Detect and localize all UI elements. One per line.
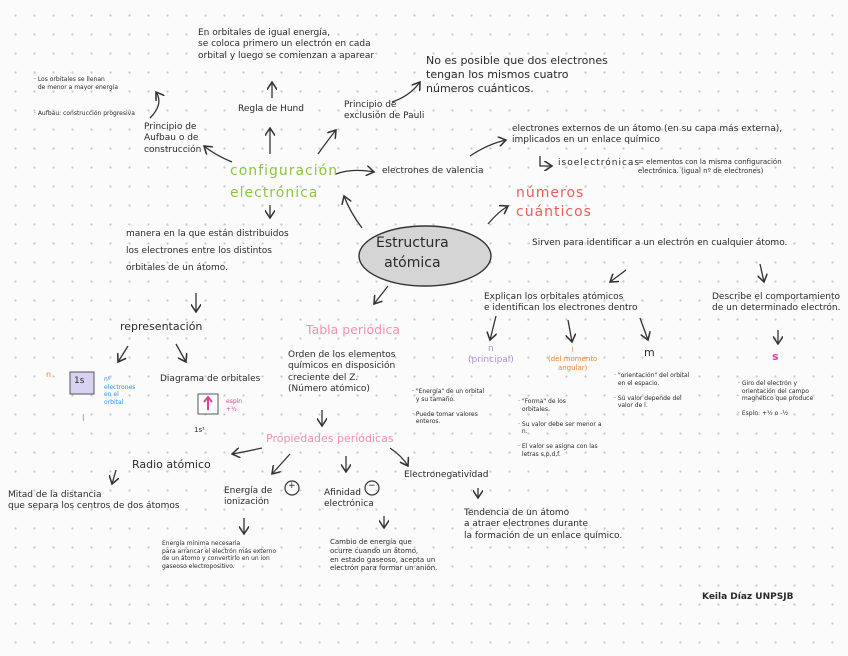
qn-m: m: [644, 346, 655, 359]
radio-title: Radio atómico: [132, 458, 211, 471]
pauli-label: Principio de exclusión de Pauli: [344, 100, 425, 122]
rep-e-label: nº electrones en el orbital: [104, 376, 136, 406]
arrow-prop-radio: [232, 447, 263, 454]
arrow-center-tabla: [374, 285, 389, 304]
diagrama-label: Diagrama de orbitales: [160, 374, 261, 384]
arrow-config-aufbau: [204, 146, 233, 163]
arrow-radio-desc: [112, 469, 116, 484]
afinidad-sign: −: [368, 481, 376, 491]
tabla-desc: Orden de los elementos químicos en dispo…: [288, 350, 396, 394]
afinidad-sign-circle: [364, 480, 380, 496]
config-title: configuración electrónica: [230, 163, 339, 202]
energia-sign: +: [288, 481, 296, 491]
radio-desc: Mitad de la distancia que separa los cen…: [8, 490, 180, 512]
diag-box-label: 1s¹: [194, 426, 205, 434]
explican-label: Explican los orbitales atómicos e identi…: [484, 292, 638, 314]
spin-up-arrow: [203, 395, 213, 410]
arrow-prop-electroneg: [389, 447, 408, 466]
tabla-title: Tabla periódica: [306, 322, 401, 337]
arrow-valencia-desc: [469, 140, 506, 157]
electroneg-desc: Tendencia de un átomo a atraer electrone…: [464, 508, 623, 541]
rep-orbital-box: [69, 371, 95, 395]
arrow-pauli-note: [391, 82, 420, 103]
aufbau-note-2: · Aufbau: construcción progresiva: [34, 110, 135, 117]
hund-label: Regla de Hund: [238, 104, 304, 114]
energia-sign-circle: [284, 480, 300, 496]
l-notes: · "Forma" de los orbitales. · Su valor d…: [518, 398, 602, 458]
valencia-label: electrones de valencia: [382, 166, 484, 176]
qn-n: n (principal): [468, 344, 514, 366]
rep-n-label: n: [46, 370, 52, 379]
arrow-config-pauli: [317, 130, 336, 155]
propiedades-title: Propiedades periódicas: [266, 432, 394, 445]
s-notes: · Giro del electrón y orientación del ca…: [738, 380, 814, 417]
valencia-desc: electrones externos de un átomo (en su c…: [512, 124, 783, 146]
energia-title: Energía de ionización: [224, 486, 273, 508]
afinidad-title: Afinidad electrónica: [324, 488, 374, 510]
arrow-numeros-explican: [610, 269, 627, 282]
hund-note: En orbitales de igual energía, se coloca…: [198, 28, 375, 61]
numeros-desc: Sirven para identificar a un electrón en…: [532, 238, 788, 248]
numeros-title: números cuánticos: [516, 185, 592, 220]
author: Keila Díaz UNPSJB: [702, 592, 794, 602]
n-notes: · "Energía" de un orbital y su tamaño. ·…: [412, 388, 485, 425]
pauli-note: No es posible que dos electrones tengan …: [426, 54, 608, 95]
center-oval: [358, 225, 492, 287]
aufbau-note-1: · Los orbitales se llenan de menor a may…: [34, 76, 119, 91]
arrow-rep-box: [118, 345, 129, 362]
qn-l: l (del momento angular): [548, 346, 598, 372]
center-title: Estructura atómica: [376, 235, 449, 271]
arrow-config-valencia: [335, 170, 374, 174]
qn-s: s: [772, 350, 779, 363]
config-desc: manera en la que están distribuidos los …: [126, 229, 289, 274]
arrow-center-numeros: [487, 206, 508, 225]
arrow-rep-diag: [175, 343, 186, 362]
diag-espin: espín +½: [226, 398, 243, 413]
rep-l-label: l: [82, 414, 85, 424]
arrow-prop-energia: [272, 453, 291, 474]
afinidad-desc: Cambio de energía que ocurre cuando un á…: [330, 538, 438, 573]
describe-label: Describe el comportamiento de un determi…: [712, 292, 841, 314]
isoelec-desc: = elementos con la misma configuración e…: [638, 158, 782, 175]
m-notes: · "orientación" del orbital en el espaci…: [614, 372, 690, 409]
aufbau-label: Principio de Aufbau o de construcción: [144, 122, 202, 155]
arrow-isoelec: [539, 156, 552, 166]
rep-box-label: 1s: [74, 376, 85, 386]
energia-desc: Energía mínima necesaria para arrancar e…: [162, 540, 277, 570]
arrow-to-m: [639, 317, 648, 340]
arrow-numeros-describe: [760, 263, 764, 282]
electroneg-title: Electronegatividad: [404, 470, 489, 480]
arrow-to-l: [568, 319, 572, 342]
arrow-center-config: [344, 196, 363, 229]
arrow-to-n: [490, 315, 496, 340]
representacion-label: representación: [120, 320, 203, 333]
isoelec-label: isoelectrónicas: [558, 158, 641, 168]
arrow-aufbau-notes: [149, 92, 159, 119]
